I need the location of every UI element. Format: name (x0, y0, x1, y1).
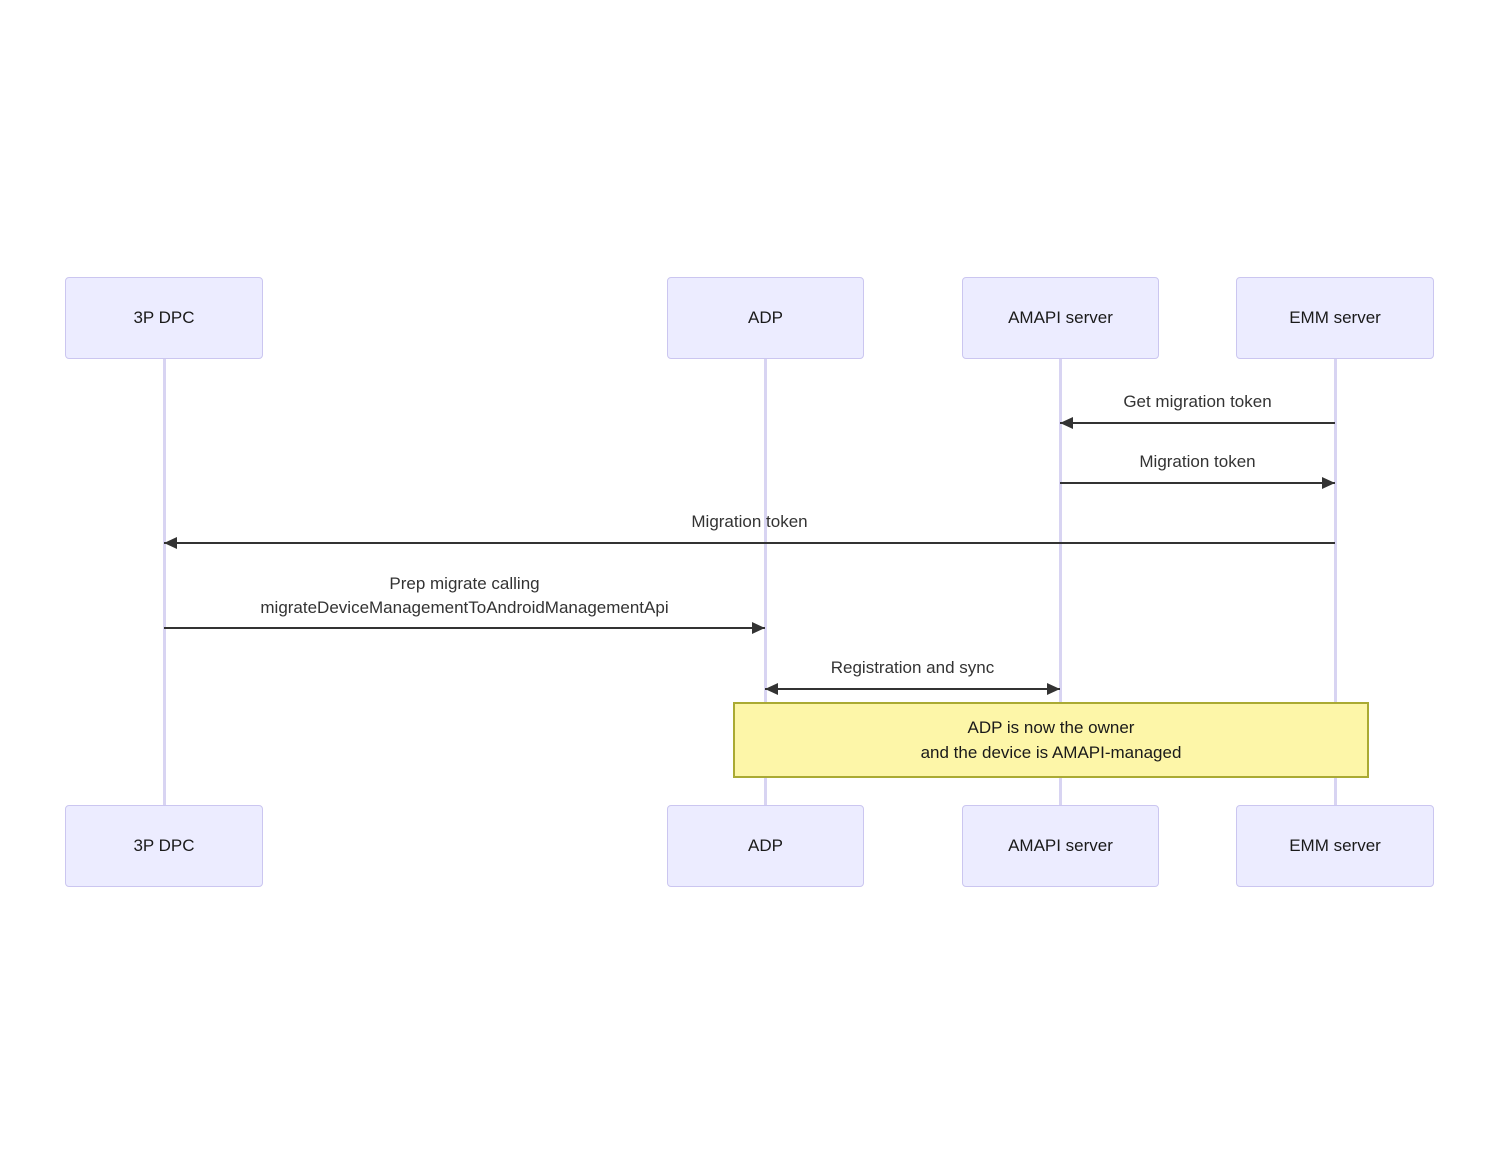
actor-adp-top: ADP (667, 277, 864, 359)
arrowhead-right-icon (1322, 477, 1335, 489)
message-line (1060, 422, 1335, 424)
actor-label: AMAPI server (1008, 308, 1113, 327)
message-label-line2: migrateDeviceManagementToAndroidManageme… (260, 598, 669, 617)
actor-adp-bottom: ADP (667, 805, 864, 887)
actor-3p-dpc-top: 3P DPC (65, 277, 263, 359)
lifeline-emm-server (1334, 359, 1337, 807)
message-line (164, 627, 765, 629)
lifeline-amapi-server (1059, 359, 1062, 807)
arrowhead-left-icon (164, 537, 177, 549)
actor-label: ADP (748, 308, 783, 327)
message-label: Migration token (691, 512, 808, 531)
actor-label: EMM server (1289, 836, 1381, 855)
message-line (1060, 482, 1335, 484)
actor-label: EMM server (1289, 308, 1381, 327)
message-label: Get migration token (1123, 392, 1272, 411)
lifeline-3p-dpc (163, 359, 166, 807)
actor-emm-server-top: EMM server (1236, 277, 1434, 359)
actor-label: AMAPI server (1008, 836, 1113, 855)
note-box: ADP is now the owner and the device is A… (733, 702, 1369, 778)
actor-3p-dpc-bottom: 3P DPC (65, 805, 263, 887)
message-label: Registration and sync (830, 658, 995, 677)
lifeline-adp (764, 359, 767, 807)
message-label: Migration token (1139, 452, 1256, 471)
message-line (164, 542, 1335, 544)
actor-label: 3P DPC (133, 836, 195, 855)
actor-label: ADP (748, 836, 783, 855)
message-label-line1: Prep migrate calling (389, 574, 540, 593)
actor-amapi-server-top: AMAPI server (962, 277, 1159, 359)
arrowhead-left-icon (765, 683, 778, 695)
message-line (765, 688, 1060, 690)
actor-amapi-server-bottom: AMAPI server (962, 805, 1159, 887)
actor-label: 3P DPC (133, 308, 195, 327)
note-line2: and the device is AMAPI-managed (920, 743, 1182, 762)
arrowhead-left-icon (1060, 417, 1073, 429)
arrowhead-right-icon (752, 622, 765, 634)
message-label: Prep migrate calling migrateDeviceManage… (164, 572, 765, 620)
arrowhead-right-icon (1047, 683, 1060, 695)
actor-emm-server-bottom: EMM server (1236, 805, 1434, 887)
note-line1: ADP is now the owner (967, 718, 1135, 737)
